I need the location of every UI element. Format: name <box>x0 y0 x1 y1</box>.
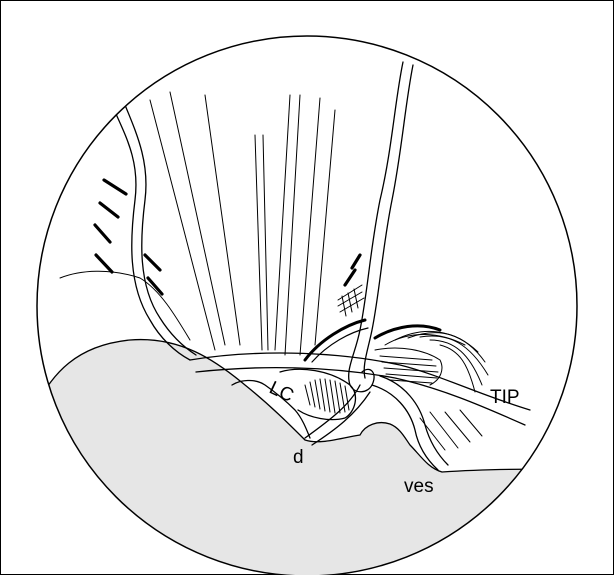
label-tip: TIP <box>490 387 520 408</box>
label-ves: ves <box>404 476 434 497</box>
right-hatched-area <box>375 348 442 385</box>
lower-fibers <box>420 410 482 450</box>
left-tissue-margin <box>60 271 190 340</box>
radiating-fibers <box>385 331 488 392</box>
label-d: d <box>293 447 304 468</box>
right-vessel <box>305 62 448 470</box>
label-lc: LC <box>266 377 297 406</box>
crosshatch-marks <box>338 285 364 316</box>
muscle-fibers <box>150 92 335 355</box>
